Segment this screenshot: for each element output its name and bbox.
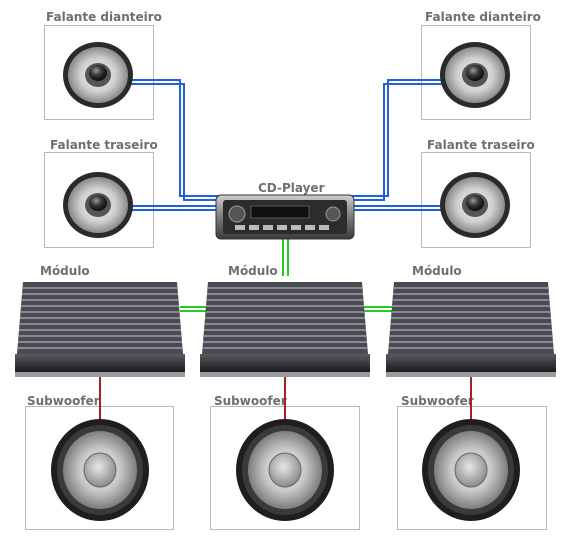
front-right-speaker-icon xyxy=(440,42,510,108)
cd-player-label: CD-Player xyxy=(258,181,325,195)
speaker-wires xyxy=(128,79,444,211)
front-right-speaker-label: Falante dianteiro xyxy=(425,10,541,24)
rear-left-speaker-icon xyxy=(63,172,133,238)
subwoofer-center-label: Subwoofer xyxy=(214,394,287,408)
rear-right-speaker-label: Falante traseiro xyxy=(427,138,535,152)
module-right-label: Módulo xyxy=(412,264,462,278)
subwoofer-right-label: Subwoofer xyxy=(401,394,474,408)
subwoofer-center-icon xyxy=(236,419,334,521)
rear-right-speaker-icon xyxy=(440,172,510,238)
module-center-label: Módulo xyxy=(228,264,278,278)
subwoofer-right-icon xyxy=(422,419,520,521)
subwoofer-left-icon xyxy=(51,419,149,521)
rear-left-speaker-label: Falante traseiro xyxy=(50,138,158,152)
module-left-label: Módulo xyxy=(40,264,90,278)
front-left-speaker-label: Falante dianteiro xyxy=(46,10,162,24)
subwoofer-left-label: Subwoofer xyxy=(27,394,100,408)
module-center-icon xyxy=(200,282,370,377)
module-right-icon xyxy=(386,282,556,377)
front-left-speaker-icon xyxy=(63,42,133,108)
module-left-icon xyxy=(15,282,185,377)
cd-player-icon xyxy=(215,194,355,240)
